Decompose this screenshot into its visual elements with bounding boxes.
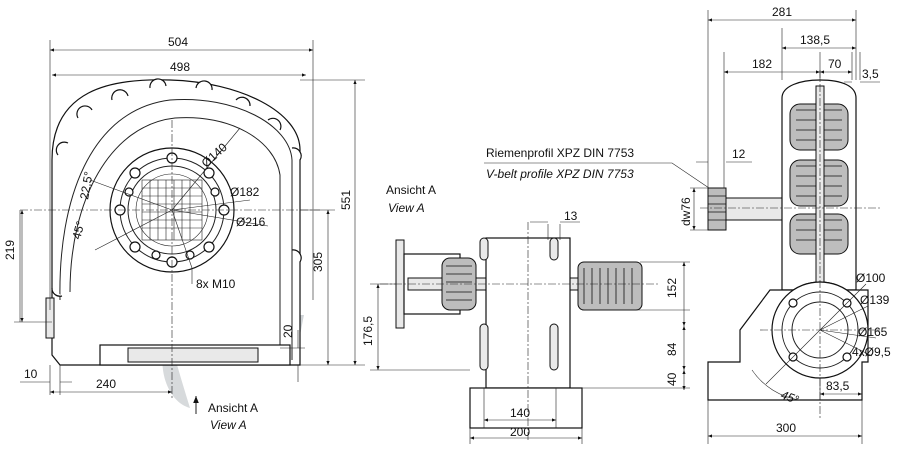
pulley [707, 187, 727, 231]
angle-45: 45° [69, 219, 87, 240]
view-a-slot-right [549, 323, 559, 371]
front-diameter-leaders [171, 127, 269, 269]
dim-83-5: 83,5 [826, 379, 850, 393]
bolt-callout: 8x M10 [196, 277, 236, 291]
dim-20: 20 [281, 324, 295, 338]
dim-240: 240 [96, 377, 116, 391]
pulley-grooves [708, 195, 726, 221]
dim-84: 84 [665, 342, 679, 356]
flange-leaders [765, 283, 877, 385]
front-view: 504 498 551 305 219 20 10 240 22,5° 45° … [3, 35, 365, 432]
dim-551: 551 [339, 190, 353, 210]
dim-498: 498 [170, 60, 190, 74]
view-a-title-de: Ansicht A [386, 183, 436, 197]
dim-176-ext [370, 283, 470, 371]
dim-13: 13 [564, 209, 578, 223]
dim-dw76: dw76 [679, 197, 693, 226]
dim-3-5: 3,5 [862, 67, 879, 81]
dim-182: 182 [752, 57, 772, 71]
inlet-bolt-holes [114, 152, 230, 268]
view-a-slot-top-left [479, 237, 489, 261]
dim-40: 40 [665, 372, 679, 386]
dim-70: 70 [828, 57, 842, 71]
view-a: Ansicht A View A [361, 183, 690, 444]
front-scroll-inner [59, 98, 293, 360]
flange-hole-1 [788, 298, 798, 308]
dim-200: 200 [510, 425, 530, 439]
angle-22-5: 22,5° [77, 170, 96, 200]
flange-d100-label: Ø100 [856, 271, 886, 285]
view-a-ext-bottom [469, 388, 583, 444]
view-a-title-en: View A [388, 201, 425, 215]
belt-profile-de: Riemenprofil XPZ DIN 7753 [486, 146, 634, 160]
view-a-label-de: Ansicht A [208, 401, 258, 415]
dim-13-ext [547, 224, 561, 240]
flange-d165-label: Ø165 [858, 325, 888, 339]
side-view: Riemenprofil XPZ DIN 7753 V-belt profile… [484, 5, 891, 444]
dim-305: 305 [311, 252, 325, 272]
front-ext-right [280, 79, 365, 366]
dia-182: Ø182 [230, 185, 260, 199]
dim-138-5: 138,5 [800, 33, 830, 47]
flange-holes-label: 4xØ9,5 [852, 345, 891, 359]
view-a-impeller-right [577, 261, 643, 311]
dia-216: Ø216 [236, 215, 266, 229]
side-shaft [725, 197, 783, 221]
front-ext-lines [49, 40, 314, 310]
angle-45-arc [751, 369, 801, 401]
dim-300: 300 [776, 421, 796, 435]
belt-profile-en: V-belt profile XPZ DIN 7753 [486, 167, 634, 181]
flange-d139-label: Ø139 [860, 293, 890, 307]
angle-45-side: 45° [779, 388, 801, 407]
dim-219-ext [14, 210, 52, 323]
dim-140: 140 [510, 406, 530, 420]
front-scroll-inner-2 [69, 117, 281, 355]
dim-10: 10 [24, 367, 38, 381]
side-ext-top [707, 10, 861, 188]
view-a-slot-top-right [549, 237, 559, 261]
belt-profile-leader [484, 162, 713, 191]
dim-152: 152 [665, 278, 679, 298]
view-a-slot-left [479, 323, 489, 371]
dim-10-ext [49, 365, 61, 395]
front-base-plate [127, 347, 259, 363]
front-scroll-ribs [51, 78, 302, 297]
front-angle-rays [89, 179, 173, 251]
dim-504: 504 [168, 35, 188, 49]
view-a-label-en: View A [210, 418, 247, 432]
dim-12: 12 [732, 147, 746, 161]
dim-281: 281 [772, 5, 792, 19]
flange-hole-4 [842, 352, 852, 362]
view-a-ext-right [582, 261, 690, 389]
dim-219: 219 [3, 240, 17, 260]
dim-176-5: 176,5 [361, 316, 375, 346]
